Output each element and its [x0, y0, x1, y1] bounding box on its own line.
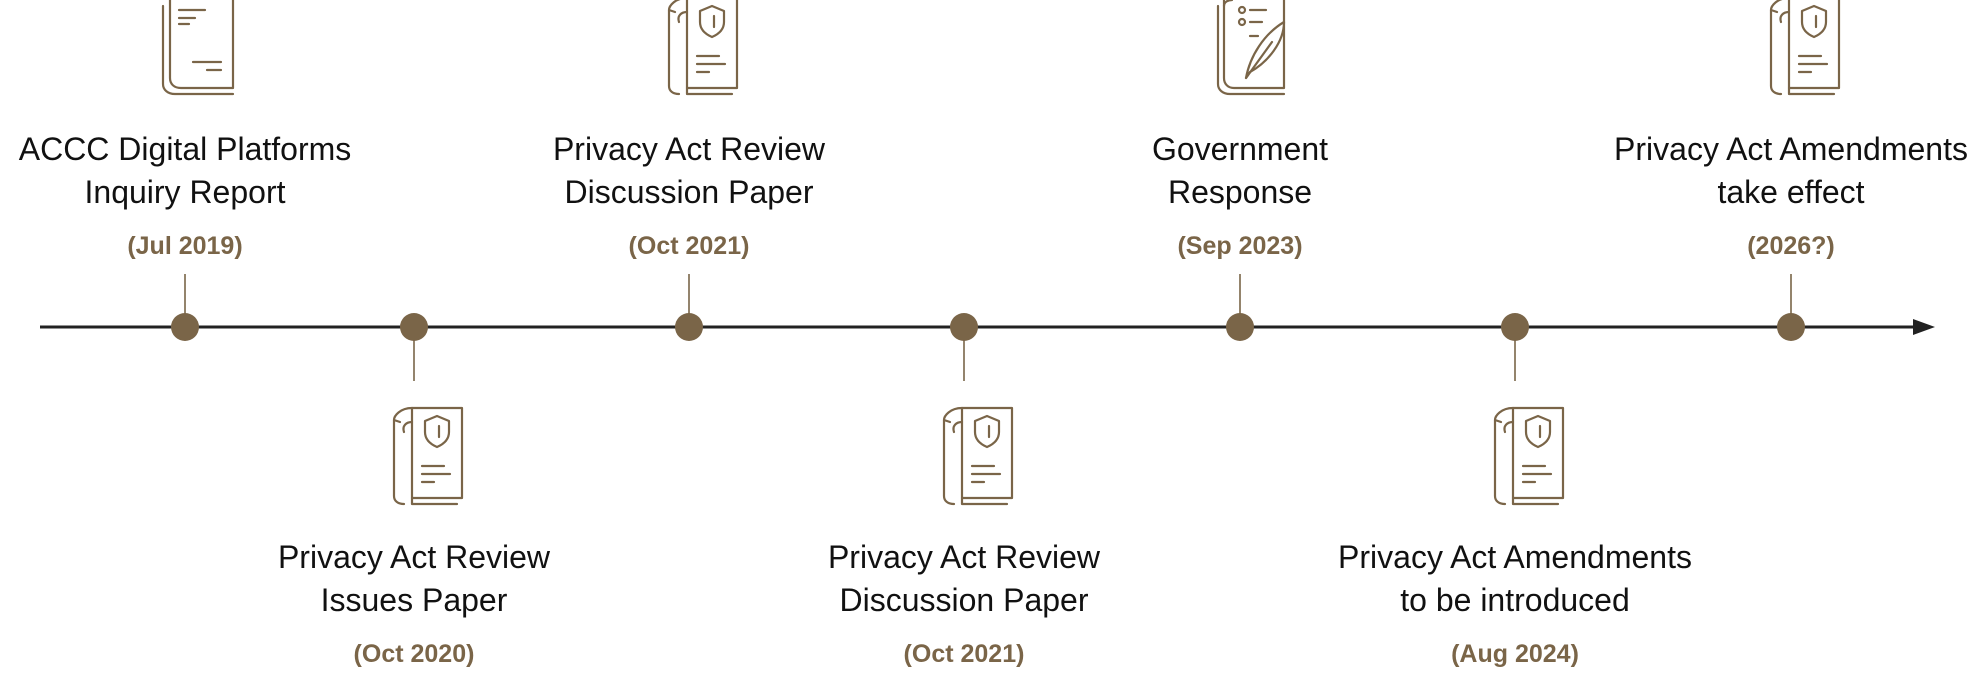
event-title: Privacy Act Amendments take effect	[1614, 131, 1968, 210]
event-title: Government Response	[1151, 131, 1329, 210]
event-title: Privacy Act Review Discussion Paper	[552, 131, 826, 210]
event-date: (Aug 2024)	[1451, 640, 1579, 668]
event-node	[171, 313, 199, 341]
shield-document-icon	[1739, 0, 1843, 98]
event-node	[400, 313, 428, 341]
event-node	[1501, 313, 1529, 341]
shield-document-icon	[912, 404, 1016, 508]
event-node	[1777, 313, 1805, 341]
event-title: Privacy Act Review Issues Paper	[277, 539, 551, 618]
event-node	[1226, 313, 1254, 341]
shield-document-icon	[637, 0, 741, 98]
event-date: (Oct 2021)	[903, 640, 1025, 668]
event-title: Privacy Act Amendments to be introduced	[1338, 539, 1692, 618]
event-date: (Oct 2020)	[353, 640, 475, 668]
report-document-icon	[133, 0, 237, 98]
event-title: Privacy Act Review Discussion Paper	[827, 539, 1101, 618]
axis-arrowhead	[1913, 319, 1935, 335]
event-title: ACCC Digital Platforms Inquiry Report	[18, 131, 352, 210]
event-node	[675, 313, 703, 341]
shield-document-icon	[1463, 404, 1567, 508]
event-date: (2026?)	[1747, 232, 1835, 260]
shield-document-icon	[362, 404, 466, 508]
event-date: (Oct 2021)	[628, 232, 750, 260]
event-node	[950, 313, 978, 341]
event-date: (Sep 2023)	[1177, 232, 1303, 260]
event-date: (Jul 2019)	[127, 232, 243, 260]
document-quill-icon	[1188, 0, 1292, 98]
